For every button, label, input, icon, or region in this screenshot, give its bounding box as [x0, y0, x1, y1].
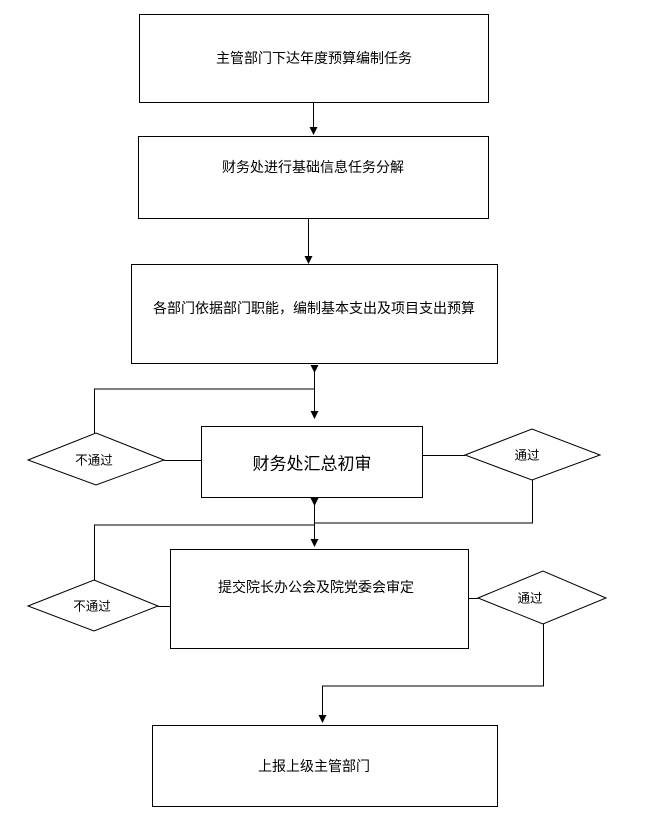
step-label-2: 财务处进行基础信息任务分解 [222, 159, 404, 176]
step-box-2: 财务处进行基础信息任务分解 [138, 136, 489, 219]
step-box-5: 提交院长办公会及院党委会审定 [170, 549, 469, 649]
step-box-1: 主管部门下达年度预算编制任务 [139, 14, 489, 103]
decision-fail-1: 不通过 [26, 432, 166, 486]
decision-pass-1: 通过 [463, 428, 602, 481]
decision-pass-2-label: 通过 [517, 591, 543, 606]
route-pass-2 [318, 624, 544, 723]
step-label-6: 上报上级主管部门 [258, 759, 370, 775]
step-label-5: 提交院长办公会及院党委会审定 [218, 579, 414, 596]
decision-fail-1-label: 不通过 [75, 453, 113, 468]
loop-fail-2 [94, 524, 315, 580]
step-box-3: 各部门依据部门职能，编制基本支出及项目支出预算 [131, 264, 498, 364]
decision-fail-2: 不通过 [26, 579, 160, 632]
step-label-4: 财务处汇总初审 [253, 455, 372, 475]
decision-pass-1-label: 通过 [514, 448, 540, 463]
loop-fail-1 [94, 388, 315, 433]
step-box-6: 上报上级主管部门 [152, 725, 498, 807]
step-label-3: 各部门依据部门职能，编制基本支出及项目支出预算 [153, 300, 475, 317]
step-label-1: 主管部门下达年度预算编制任务 [216, 51, 412, 67]
decision-fail-2-label: 不通过 [73, 599, 111, 614]
step-box-4: 财务处汇总初审 [201, 426, 423, 498]
route-pass-1 [314, 480, 533, 524]
decision-pass-2: 通过 [476, 570, 608, 625]
